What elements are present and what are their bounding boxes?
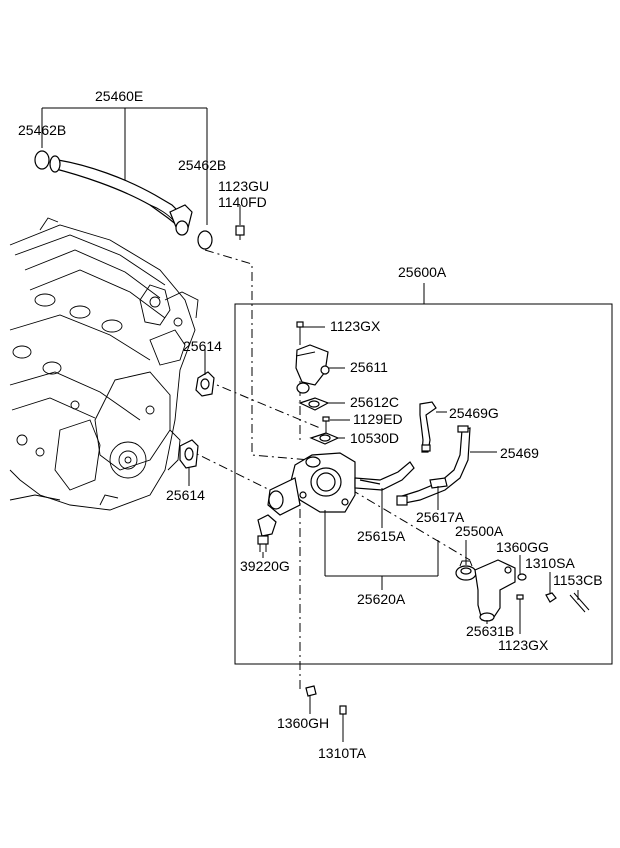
label-1153CB: 1153CB (553, 572, 603, 588)
label-1310TA: 1310TA (318, 745, 367, 761)
label-25614-top: 25614 (183, 338, 222, 354)
water-outlet-25611 (295, 344, 330, 394)
bolt-1123GU (235, 208, 245, 240)
washer-1360GG (517, 573, 527, 581)
stud-1153CB (569, 592, 590, 613)
housing-25631B (474, 559, 516, 622)
o-ring-25462B-right (197, 230, 213, 250)
label-25612C: 25612C (350, 394, 399, 410)
label-25631B: 25631B (466, 623, 514, 639)
nut-1310SA (545, 592, 557, 603)
label-1123GU: 1123GU (218, 178, 269, 194)
label-1360GH: 1360GH (277, 715, 329, 731)
label-25617A: 25617A (416, 509, 465, 525)
bolt-1123GX-top (296, 321, 304, 345)
bolt-1129ED (322, 416, 330, 435)
label-1310SA: 1310SA (525, 555, 575, 571)
label-25620A: 25620A (357, 591, 406, 607)
label-1140FD: 1140FD (218, 194, 267, 210)
label-1129ED: 1129ED (353, 411, 403, 427)
engine-block-illustration (9, 217, 199, 511)
thermostat-25500A (455, 560, 477, 581)
o-ring-25462B-left (34, 150, 50, 170)
bolt-1310TA (339, 705, 347, 725)
housing-25620A (267, 452, 356, 516)
hose-25469G (419, 401, 437, 453)
label-25462B-left: 25462B (18, 122, 66, 138)
label-1360GG: 1360GG (496, 539, 549, 555)
washer-1360GH (305, 685, 317, 697)
label-25500A: 25500A (455, 523, 504, 539)
label-25600A: 25600A (398, 264, 447, 280)
label-25614-bottom: 25614 (166, 487, 205, 503)
gasket-25612C (298, 397, 330, 411)
label-25469: 25469 (500, 445, 539, 461)
label-25469G: 25469G (449, 405, 499, 421)
label-10530D: 10530D (350, 430, 399, 446)
part-labels: 25460E 25462B 25462B 1123GU 1140FD 25600… (18, 88, 603, 761)
bolt-1123GX-bottom (516, 594, 524, 612)
label-25462B-right: 25462B (178, 157, 226, 173)
gasket-10530D (309, 432, 340, 445)
bypass-pipe-25460E (41, 107, 208, 236)
label-25615A: 25615A (357, 528, 406, 544)
clip-25617A (429, 477, 448, 489)
leader-lines (188, 205, 579, 742)
gasket-25614-bottom (179, 439, 199, 469)
sensor-39220G (257, 514, 277, 552)
gasket-25614-top (195, 371, 215, 397)
hose-25615A (354, 461, 415, 491)
label-25611: 25611 (350, 359, 388, 375)
label-1123GX-top: 1123GX (330, 318, 381, 334)
label-25460E: 25460E (95, 88, 143, 104)
label-39220G: 39220G (240, 558, 290, 574)
label-1123GX-bottom: 1123GX (498, 637, 549, 653)
